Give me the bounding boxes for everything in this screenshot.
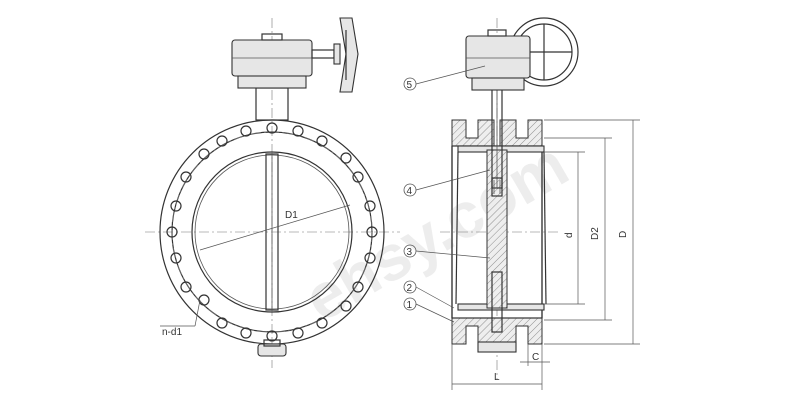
- body-top-left: [451, 119, 495, 147]
- gearbox-front: [231, 17, 359, 93]
- label-d1: D1: [285, 210, 298, 221]
- front-view: D1 n-d1: [145, 17, 400, 368]
- label-D: D: [618, 231, 629, 238]
- bolt-holes: [166, 122, 378, 342]
- lower-stem-side: [491, 271, 503, 333]
- side-view: 5 4 3 2 1 d D2: [403, 17, 640, 390]
- body-top-right: [499, 119, 543, 147]
- label-L: L: [494, 372, 500, 383]
- bore-circle: [191, 151, 353, 313]
- callouts: 5 4 3 2 1: [403, 65, 491, 323]
- label-C: C: [532, 352, 539, 363]
- dimensions: d D2 D L C: [451, 119, 640, 390]
- bottom-cap: [477, 341, 517, 353]
- label-D2: D2: [590, 227, 601, 240]
- callout-1: 1: [407, 300, 413, 311]
- bottom-lug: [257, 343, 287, 357]
- callout-2: 2: [407, 283, 413, 294]
- callout-3: 3: [407, 247, 413, 258]
- callout-4: 4: [407, 186, 413, 197]
- label-d: d: [564, 232, 575, 238]
- gearbox-side: [465, 17, 579, 91]
- label-nd1: n-d1: [162, 327, 182, 338]
- body-bottom: [451, 317, 543, 345]
- handwheel-front: [339, 17, 359, 93]
- callout-5: 5: [407, 80, 413, 91]
